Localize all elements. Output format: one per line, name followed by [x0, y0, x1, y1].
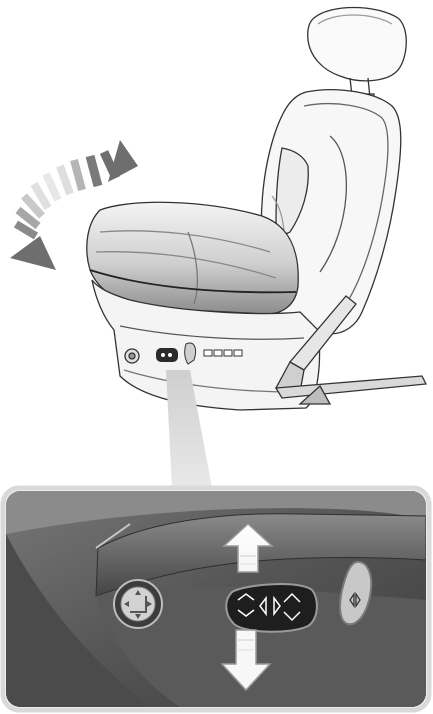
- seat-control-switch-icon: [156, 348, 178, 362]
- seat-control-switch-icon: [226, 584, 317, 632]
- lumbar-switch-icon: [114, 580, 162, 628]
- headrest: [308, 8, 407, 101]
